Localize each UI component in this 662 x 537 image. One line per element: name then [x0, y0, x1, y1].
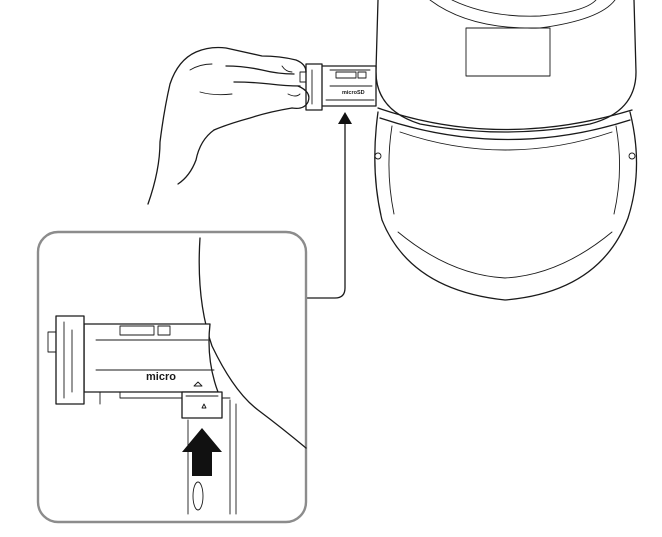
module-label-inset: micro [146, 371, 176, 383]
module-label-top: microSD [342, 90, 365, 96]
up-arrow-icon [182, 428, 222, 476]
sd-card-icon [181, 391, 223, 419]
camera-dome-icon [374, 0, 638, 301]
pointer-arrow-icon [305, 112, 352, 299]
sd-module-top: microSD [299, 63, 377, 111]
hand-icon [147, 46, 310, 205]
detail-inset: micro [36, 230, 308, 524]
